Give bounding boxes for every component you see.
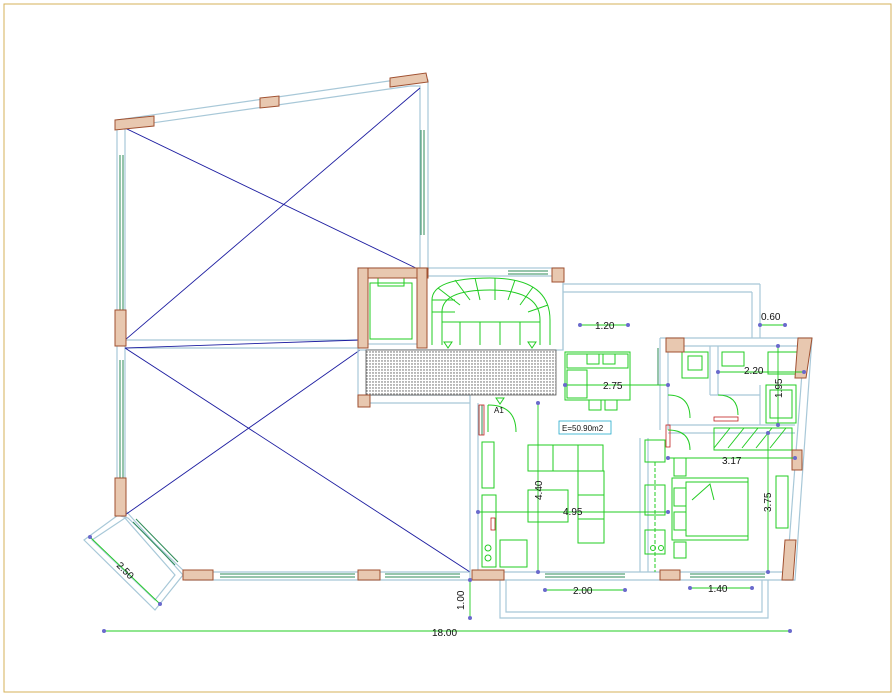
structural-columns: [114, 72, 813, 581]
dim-0-60: 0.60: [761, 312, 781, 323]
double-bed: [671, 457, 789, 559]
dim-18-00: 18.00: [432, 628, 457, 639]
dim-4-95: 4.95: [563, 507, 583, 518]
void-markers: [124, 87, 471, 573]
kitchen-counter: [481, 441, 497, 568]
balcony: [499, 580, 769, 619]
dim-2-20: 2.20: [744, 366, 764, 377]
dim-1-00: 1.00: [456, 590, 467, 610]
dim-1-20: 1.20: [595, 321, 615, 332]
stair-flight: [431, 277, 551, 349]
dim-3-17: 3.17: [722, 456, 742, 467]
dim-1-40: 1.40: [708, 584, 728, 595]
door-tag: A1: [494, 406, 504, 415]
terrace-windows: [119, 130, 460, 578]
dining-table: [564, 351, 631, 411]
lift-shaft: [369, 277, 413, 340]
bathroom-fixtures: [667, 351, 799, 451]
wardrobe: [713, 427, 793, 451]
dim-2-00: 2.00: [573, 586, 593, 597]
landing-floor: [365, 349, 557, 396]
hall-storage: [644, 439, 666, 572]
dim-2-75: 2.75: [603, 381, 623, 392]
core-window: [508, 270, 548, 275]
entry-door: [487, 397, 517, 433]
dim-1-95: 1.95: [774, 378, 785, 398]
dimension-lines: [88, 323, 806, 633]
area-label: E=50.90m2: [562, 424, 604, 433]
sofa-set: [499, 444, 605, 568]
sheet-border: [3, 3, 892, 693]
dim-4-40: 4.40: [534, 480, 545, 500]
dim-3-75: 3.75: [763, 492, 774, 512]
area-label-box: [558, 420, 612, 435]
apartment-windows: [478, 348, 765, 578]
core-walls: [357, 267, 564, 580]
apartment-walls: [470, 283, 813, 581]
